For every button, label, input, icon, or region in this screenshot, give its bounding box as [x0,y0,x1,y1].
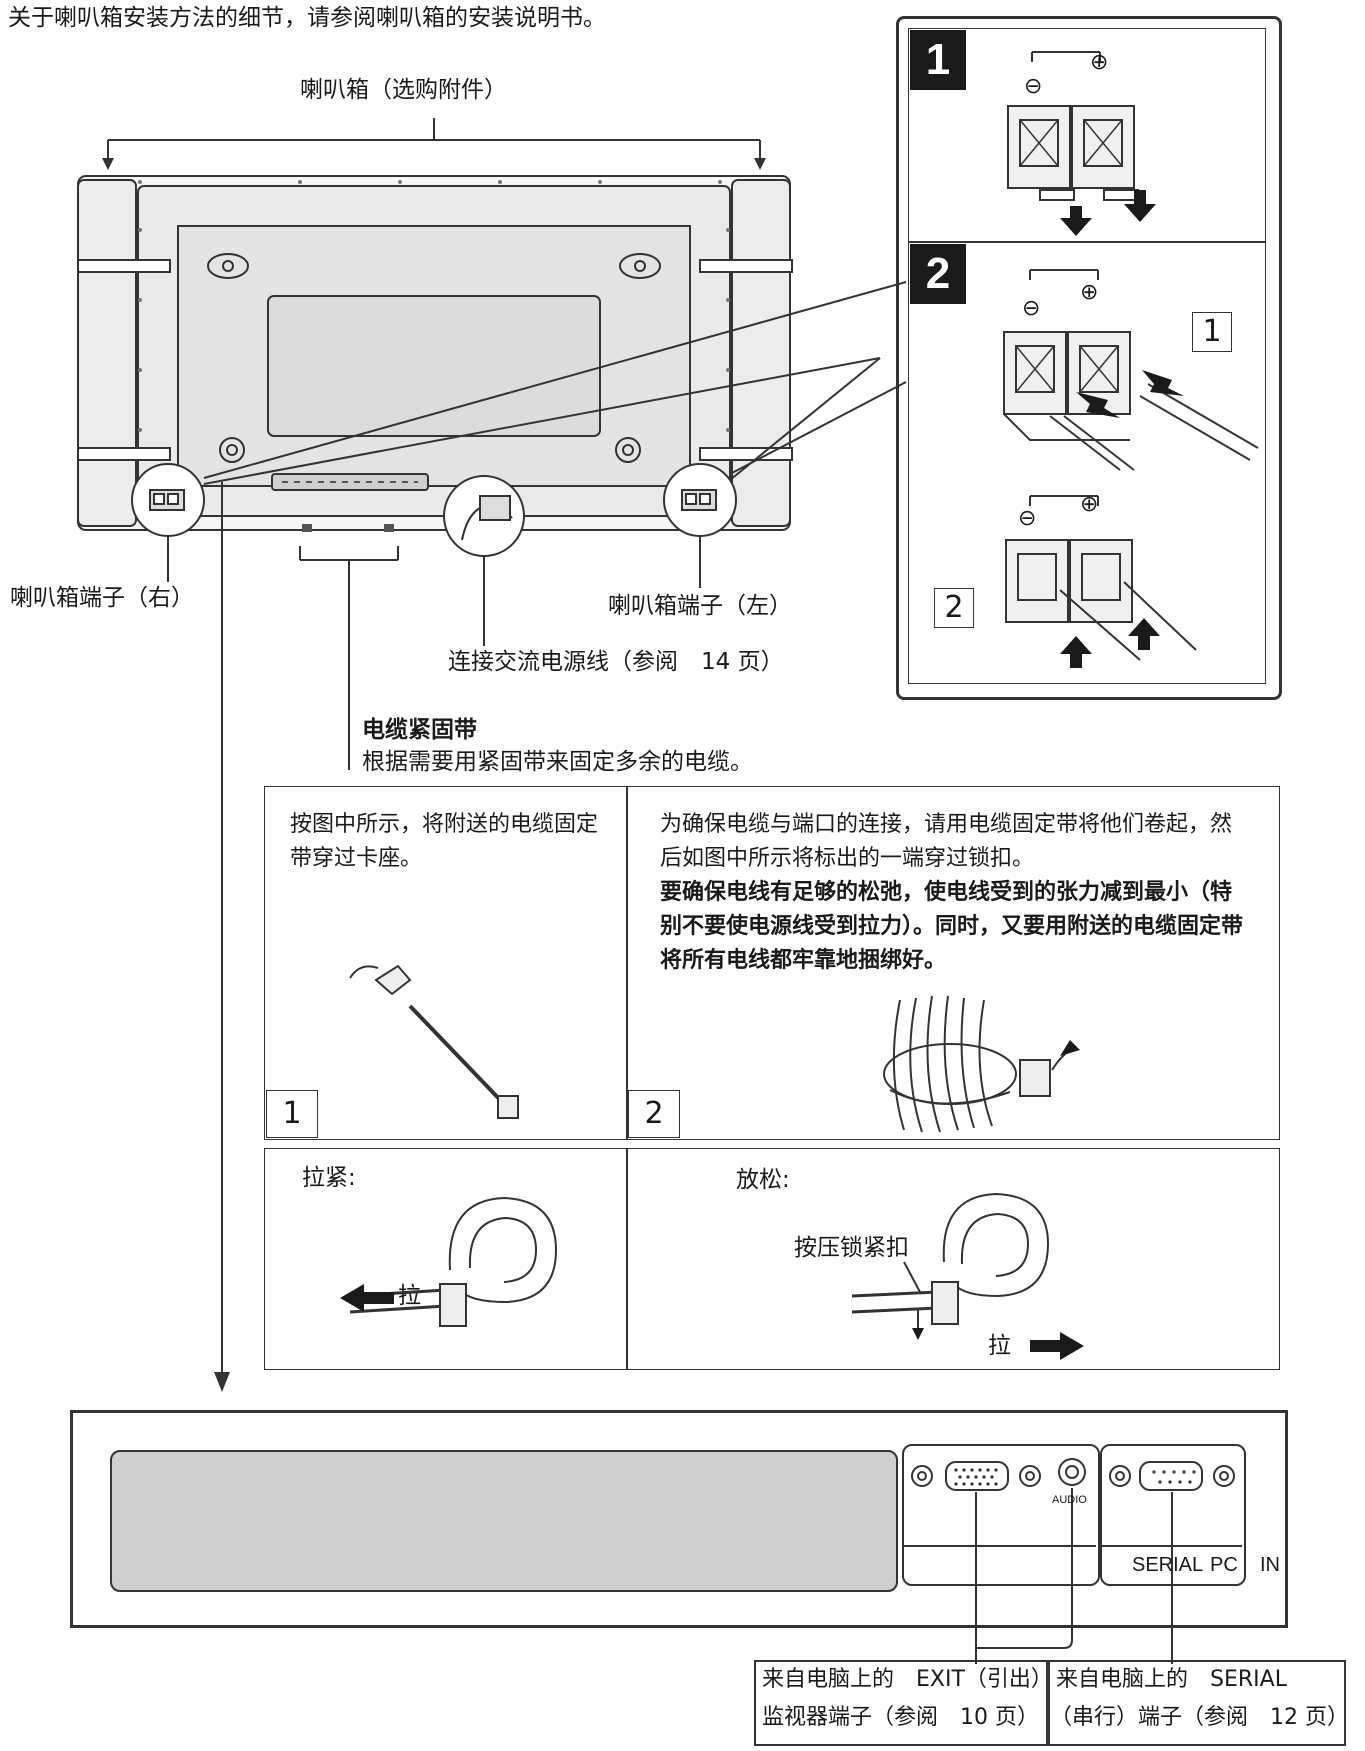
serial-source-callout [1048,1660,1346,1746]
plus-symbol-1: ⊕ [1090,50,1109,75]
cable-tie-step2-warning: 要确保电线有足够的松弛，使电线受到的张力减到最小（特别不要使电源线受到拉力）。同… [660,880,1244,973]
pc-source-callout [754,1660,1048,1746]
speaker-terminal-left-label: 喇叭箱端子（左） [608,593,792,619]
panel-display-area [110,1450,898,1592]
ac-cord-label: 连接交流电源线（参阅 14 页） [448,649,784,675]
pc-callout-line2: 监视器端子（参阅 10 页） [762,1705,1039,1730]
press-lock-label: 按压锁紧扣 [794,1235,909,1261]
in-label: IN [1260,1554,1280,1576]
speaker-wire-inset [896,16,1282,700]
minus-symbol-1: ⊖ [1024,74,1043,99]
tighten-label: 拉紧: [302,1165,356,1191]
serial-port-label: SERIAL [1132,1554,1204,1576]
pull-label-right: 拉 [988,1333,1011,1359]
cable-tie-step2-number: 2 [628,1090,680,1138]
cable-tie-step2-text: 为确保电缆与端口的连接，请用电缆固定带将他们卷起，然后如图中所示将标出的一端穿过… [660,812,1233,871]
inset-step2-panel [908,242,1266,684]
pull-label-left: 拉 [398,1283,421,1309]
intro-text: 关于喇叭箱安装方法的细节，请参阅喇叭箱的安装说明书。 [8,5,606,31]
loosen-label: 放松: [736,1167,790,1193]
speaker-terminal-right-label: 喇叭箱端子（右） [10,585,194,611]
table-divider-lower [626,1148,628,1370]
cable-tie-desc: 根据需要用紧固带来固定多余的电缆。 [362,749,753,775]
cable-tie-step1-number: 1 [266,1090,318,1138]
plus-symbol-3: ⊕ [1080,492,1099,517]
plus-symbol-2: ⊕ [1080,280,1099,305]
bottom-terminal-panel [70,1410,1288,1628]
inset-step1-panel [908,28,1266,242]
pc-port-label: PC [1210,1554,1238,1576]
pc-callout-line1: 来自电脑上的 EXIT（引出） [762,1667,1053,1692]
cable-tie-release-table [264,1148,1280,1370]
cable-tie-heading: 电缆紧固带 [362,717,477,743]
pc-input-group [902,1444,1100,1586]
audio-port-label: AUDIO [1052,1494,1087,1506]
minus-symbol-2: ⊖ [1022,296,1041,321]
sub-step2-number: 2 [934,588,974,628]
step1-badge: 1 [910,30,966,90]
cable-tie-step1-text: 按图中所示，将附送的电缆固定带穿过卡座。 [290,812,599,871]
sub-step1-number: 1 [1192,312,1232,352]
table-divider [626,786,628,1140]
speaker-option-label: 喇叭箱（选购附件） [300,77,507,103]
cable-tie-steps-table [264,786,1280,1140]
serial-callout-line2: （串行）端子（参阅 12 页） [1050,1705,1349,1730]
step2-badge: 2 [910,244,966,304]
minus-symbol-3: ⊖ [1018,506,1037,531]
serial-callout-line1: 来自电脑上的 SERIAL [1056,1667,1287,1692]
